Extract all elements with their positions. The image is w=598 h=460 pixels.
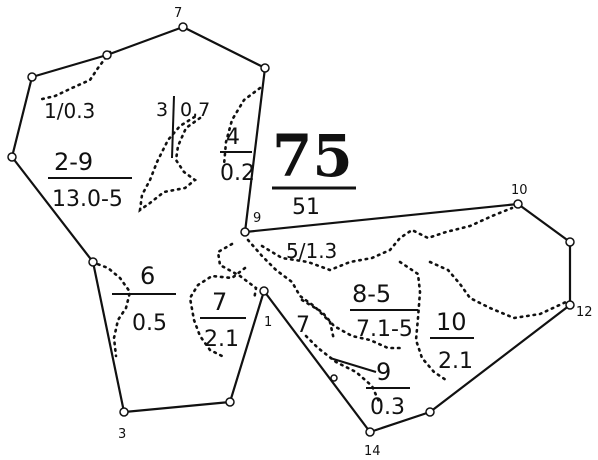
plot-8-bottom: 7.1-5 [356,317,413,342]
vertex-marker [88,257,98,267]
plot-7-bottom: 2.1 [204,327,239,352]
vertex-label-12: 12 [576,305,593,320]
plot-3-bottom: 0.7 [180,99,210,121]
vertex-marker [7,152,17,162]
plot-9-top: 9 [376,358,391,386]
vertex-label-3: 3 [118,427,126,442]
plot-3-divider [171,95,175,159]
plot-9-bottom: 0.3 [370,395,405,420]
plot-10-top: 10 [436,308,467,336]
vertex-label-7: 7 [174,6,182,21]
vertex-marker [178,22,188,32]
plot-line-e [216,242,258,302]
plot-2-bottom: 13.0-5 [52,187,123,212]
plot-line-j [398,260,448,382]
quarter-subtitle: 5/1.3 [286,239,337,263]
plot-10-bottom: 2.1 [438,349,473,374]
vertex-marker [330,374,338,382]
plot-7-top: 7 [212,288,227,316]
vertex-marker [365,427,375,437]
plot-4-top: 4 [226,125,240,150]
vertex-marker [513,199,523,209]
quarter-area: 51 [292,195,320,220]
vertex-label-14: 14 [364,444,381,459]
plot-line-c [222,86,262,167]
quarter-number: 75 [272,122,353,190]
vertex-marker [260,63,270,73]
vertex-marker [102,50,112,60]
vertex-marker [565,237,575,247]
plot-6-top: 6 [140,262,155,290]
vertex-marker [425,407,435,417]
vertex-label-10: 10 [511,183,528,198]
plot-line-d [90,260,132,358]
vertex-label-1: 1 [264,315,272,330]
vertex-label-9: 9 [253,211,261,226]
plot-label-1: 1/0.3 [44,99,95,123]
plot-label-7b: 7 [296,313,310,338]
plot-6-bottom: 0.5 [132,311,167,336]
vertex-marker [27,72,37,82]
vertex-marker [565,300,575,310]
plot-line-b [138,114,202,213]
vertex-marker [240,227,250,237]
plot-9-pointer [329,357,377,373]
quarter-boundary [10,25,572,434]
plot-2-top: 2-9 [54,148,93,176]
plot-line-a [36,50,112,102]
vertex-marker [259,286,269,296]
plot-line-k [428,260,568,320]
vertex-marker [225,397,235,407]
plot-3-top: 3 [156,99,168,121]
plot-line-f [188,266,247,358]
plot-8-top: 8-5 [352,280,391,308]
plot-4-bottom: 0.2 [220,161,255,186]
vertex-marker [119,407,129,417]
plot-line-h [260,206,514,272]
